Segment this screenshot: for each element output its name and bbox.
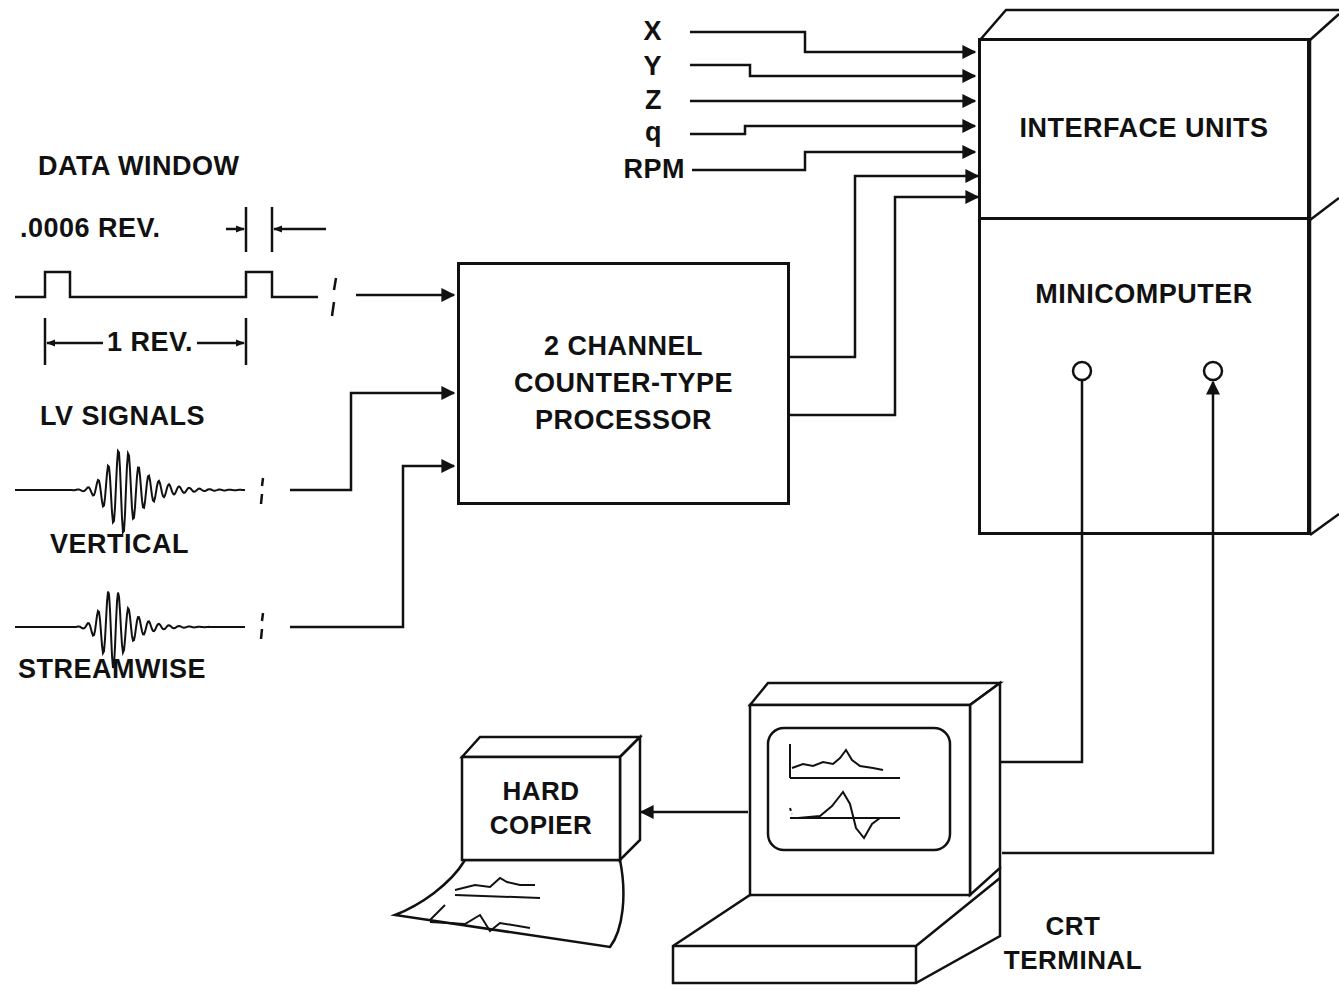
signal-wire bbox=[692, 152, 975, 170]
connector bbox=[790, 197, 978, 415]
node-label: HARD COPIER bbox=[462, 775, 620, 843]
connector bbox=[1002, 382, 1213, 853]
cabinet-edge bbox=[980, 10, 1339, 40]
doppler-burst bbox=[15, 451, 245, 532]
signal-wire bbox=[690, 32, 975, 52]
signal-label: Z bbox=[645, 85, 662, 116]
dimension-tick bbox=[245, 318, 248, 365]
break-mark bbox=[332, 302, 334, 316]
signal-label: Y bbox=[643, 51, 662, 82]
signal-label: q bbox=[645, 117, 662, 148]
dimension-tick bbox=[44, 318, 47, 365]
break-mark bbox=[334, 278, 336, 290]
signal-wire bbox=[690, 65, 975, 76]
processor-box: 2 CHANNEL COUNTER-TYPE PROCESSOR bbox=[457, 262, 790, 505]
port-jack bbox=[1073, 362, 1091, 380]
connector bbox=[641, 811, 748, 814]
signal-wire bbox=[690, 126, 975, 134]
dimension-tick bbox=[245, 207, 248, 252]
hard-copier-drawing bbox=[445, 735, 645, 950]
cabinet-edge bbox=[1310, 514, 1339, 535]
break-mark bbox=[262, 613, 263, 621]
text-area: HARD COPIER bbox=[462, 757, 620, 860]
interface-box: INTERFACE UNITS bbox=[978, 38, 1310, 220]
crt-terminal: CRT TERMINAL bbox=[668, 678, 1148, 988]
hard-copier: HARD COPIER bbox=[445, 735, 645, 950]
break-mark bbox=[261, 494, 262, 504]
node-label: CRT TERMINAL bbox=[998, 910, 1148, 978]
crt-terminal-drawing bbox=[668, 678, 1148, 988]
signal-label: 1 REV. bbox=[103, 327, 197, 358]
signal-wire bbox=[356, 294, 454, 297]
dimension-arrow bbox=[226, 228, 244, 231]
signal-wire bbox=[290, 466, 454, 627]
dimension-arrow bbox=[274, 228, 326, 231]
computer-box: MINICOMPUTER bbox=[978, 220, 1310, 535]
connector bbox=[790, 176, 978, 357]
node-label: 2 CHANNEL COUNTER-TYPE PROCESSOR bbox=[489, 328, 759, 440]
signal-wire bbox=[690, 100, 975, 103]
cabinet-edge bbox=[1310, 198, 1339, 220]
node-label: INTERFACE UNITS bbox=[1019, 110, 1268, 147]
signal-wire bbox=[290, 393, 454, 490]
signal-label: STREAMWISE bbox=[18, 654, 206, 685]
signal-label: RPM bbox=[624, 154, 686, 185]
pulse-train bbox=[15, 272, 318, 297]
node-label: MINICOMPUTER bbox=[1035, 276, 1253, 313]
signal-label: .0006 REV. bbox=[20, 213, 161, 244]
signal-label: VERTICAL bbox=[50, 529, 189, 560]
dimension-tick bbox=[271, 207, 274, 252]
cabinet-edge bbox=[1310, 14, 1339, 40]
break-mark bbox=[261, 629, 262, 639]
signal-label: LV SIGNALS bbox=[40, 401, 205, 432]
signal-label: X bbox=[643, 16, 662, 47]
text-area: CRT TERMINAL bbox=[998, 910, 1148, 978]
break-mark bbox=[262, 478, 263, 486]
port-jack bbox=[1204, 362, 1222, 380]
signal-label: DATA WINDOW bbox=[38, 151, 239, 182]
